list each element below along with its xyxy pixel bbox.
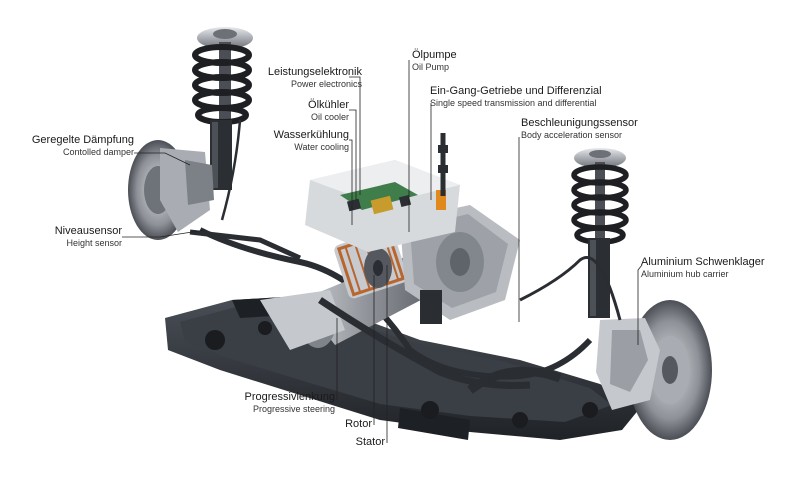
label-accel-sensor: Beschleunigungssensor Body acceleration … [521,117,638,140]
label-de: Stator [355,436,385,448]
label-stator: Stator [356,436,385,449]
label-de: Wasserkühlung [273,129,349,141]
transmission-housing [400,205,520,324]
label-transmission: Ein-Gang-Getriebe und Differenzial Singl… [430,85,602,108]
label-height-sensor: Niveausensor Height sensor [55,225,122,248]
label-de: Niveausensor [54,225,122,237]
label-en: Height sensor [66,237,122,248]
label-de: Progressivlenkung [244,391,336,403]
label-power-electronics: Leistungselektronik Power electronics [268,66,362,89]
steering-rack [260,290,531,389]
label-en: Contolled damper [62,146,134,157]
label-progressive-steering: Progressivlenkung Progressive steering [245,391,336,414]
label-en: Progressive steering [252,403,335,414]
label-de: Ölkühler [308,99,349,111]
label-de: Rotor [345,418,372,430]
left-strut [192,27,253,190]
tie-rod-left [189,229,302,261]
label-de: Ölpumpe [412,49,457,61]
label-en: Body acceleration sensor [521,129,623,140]
right-hub-carrier [596,300,712,440]
stabilizer-bar [198,227,593,380]
oil-pump-pipe [438,133,448,196]
label-de: Leistungselektronik [267,66,362,78]
label-en: Oil Pump [412,61,450,72]
label-en: Oil cooler [310,111,349,122]
label-de: Geregelte Dämpfung [31,134,134,146]
hose-right [519,256,622,321]
subframe [165,296,640,440]
label-water-cooling: Wasserkühlung Water cooling [274,129,349,152]
label-en: Aluminium hub carrier [641,268,729,279]
hose-left [220,119,242,221]
label-en: Water cooling [294,141,349,152]
right-strut [571,148,629,318]
label-de: Beschleunigungssensor [521,117,638,129]
label-rotor: Rotor [345,418,372,431]
left-brake-disc [128,140,214,240]
label-oil-pump: Ölpumpe Oil Pump [412,49,457,72]
label-en: Power electronics [290,78,362,89]
label-controlled-damper: Geregelte Dämpfung Contolled damper [32,134,134,157]
label-oil-cooler: Ölkühler Oil cooler [308,99,349,122]
label-hub-carrier: Aluminium Schwenklager Aluminium hub car… [641,256,765,279]
label-de: Aluminium Schwenklager [641,256,765,268]
power-electronics [305,160,460,252]
label-de: Ein-Gang-Getriebe und Differenzial [430,85,602,97]
callout-lines [122,60,643,443]
label-en: Single speed transmission and differenti… [430,97,597,108]
